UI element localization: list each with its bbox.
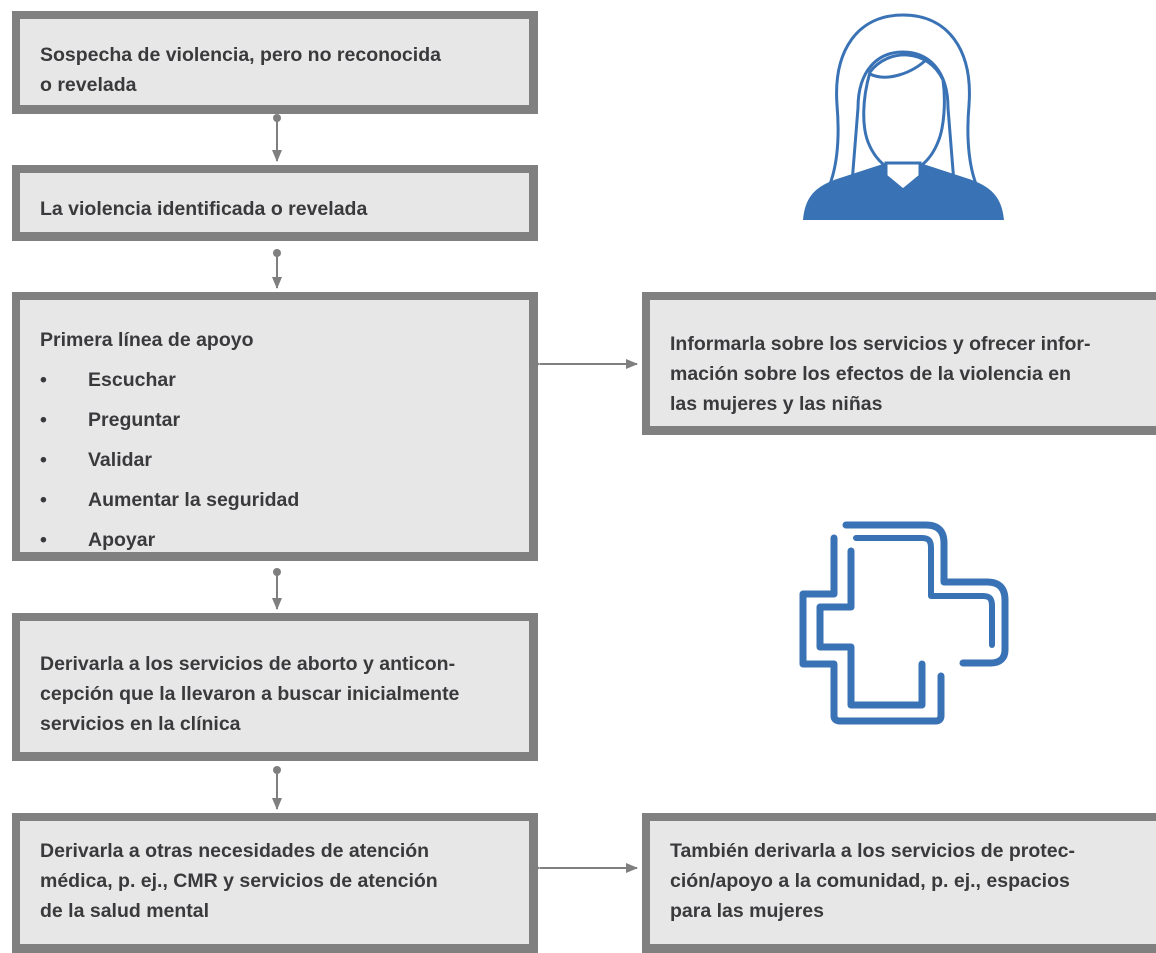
connector-2-3	[272, 249, 282, 289]
list-item-label: Preguntar	[88, 409, 181, 431]
medical-cross-icon	[799, 521, 1009, 725]
bullet-icon: •	[40, 369, 47, 391]
list-item: • Apoyar	[40, 525, 515, 565]
list-item: • Escuchar	[40, 365, 515, 405]
community-text-line1: También derivarla a los servicios de pro…	[670, 840, 1075, 862]
refer-abortion-text-line3: servicios en la clínica	[40, 713, 241, 735]
first-line-list: • Escuchar • Preguntar • Validar • Aumentar …	[40, 365, 515, 565]
bullet-icon: •	[40, 489, 47, 511]
community-text-line2: ción/apoyo a la comunidad, p. ej., espac…	[670, 870, 1070, 892]
first-line-title: Primera línea de apoyo	[40, 329, 254, 351]
identified-text: La violencia identificada o revelada	[40, 198, 368, 220]
bullet-icon: •	[40, 529, 47, 551]
inform-text-line3: las mujeres y las niñas	[670, 393, 883, 415]
list-item-label: Apoyar	[88, 529, 156, 551]
refer-other-text-line3: de la salud mental	[40, 900, 210, 922]
suspicion-text-line2: o revelada	[40, 74, 137, 96]
refer-abortion-text-line2: cepción que la llevaron a buscar inicial…	[40, 683, 460, 705]
refer-abortion-text-line1: Derivarla a los servicios de aborto y an…	[40, 653, 456, 675]
connector-4-5	[272, 766, 282, 810]
bullet-icon: •	[40, 409, 47, 431]
list-item-label: Aumentar la seguridad	[88, 489, 300, 511]
connector-1-2	[272, 114, 282, 162]
list-item: • Aumentar la seguridad	[40, 485, 515, 525]
list-item-label: Validar	[88, 449, 152, 471]
refer-other-text-line1: Derivarla a otras necesidades de atenció…	[40, 840, 430, 862]
first-line-support-box: Primera línea de apoyo • Escuchar • Pregun…	[12, 292, 538, 561]
inform-box: Informarla sobre los servicios y ofrecer…	[642, 292, 1156, 435]
community-text-line3: para las mujeres	[670, 900, 824, 922]
inform-text-line2: mación sobre los efectos de la violencia…	[670, 363, 1071, 385]
list-item: • Preguntar	[40, 405, 515, 445]
bullet-icon: •	[40, 449, 47, 471]
list-item-label: Escuchar	[88, 369, 176, 391]
woman-icon	[803, 13, 1004, 220]
suspicion-text-line1: Sospecha de violencia, pero no reconocid…	[40, 44, 441, 66]
identified-box: La violencia identificada o revelada	[12, 165, 538, 241]
refer-abortion-box: Derivarla a los servicios de aborto y an…	[12, 613, 538, 761]
suspicion-box: Sospecha de violencia, pero no reconocid…	[12, 11, 538, 114]
inform-text-line1: Informarla sobre los servicios y ofrecer…	[670, 333, 1091, 355]
connectors-and-icons	[272, 13, 1009, 873]
list-item: • Validar	[40, 445, 515, 485]
connector-3-4	[272, 568, 282, 610]
refer-other-text-line2: médica, p. ej., CMR y servicios de atenc…	[40, 870, 438, 892]
